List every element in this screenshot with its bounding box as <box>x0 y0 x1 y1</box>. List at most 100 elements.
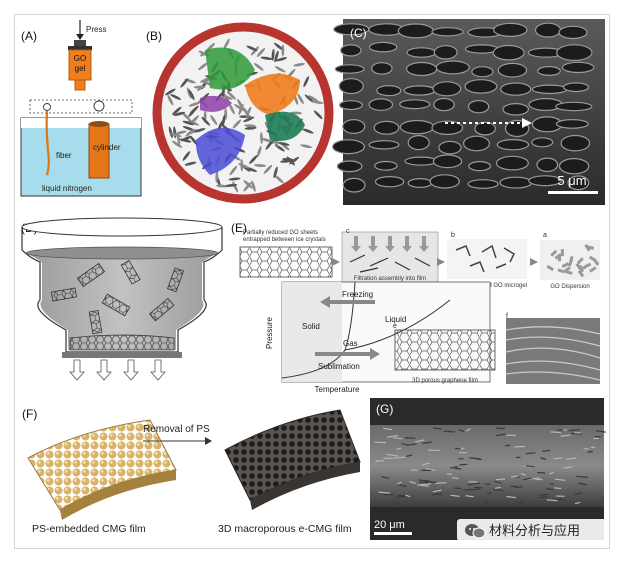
scale-label-g: 20 μm <box>374 519 405 531</box>
floating-sheet <box>101 293 131 317</box>
texture-stroke <box>435 482 447 484</box>
texture-stroke <box>409 481 416 485</box>
porous-cells <box>332 22 595 193</box>
macroporous-film-edge <box>250 462 360 510</box>
e-top-note-line1: Partially reduced GO sheets <box>243 230 318 236</box>
graphene-flake <box>245 106 252 118</box>
pore <box>399 119 435 135</box>
texture-stroke <box>539 493 549 496</box>
texture-stroke <box>422 441 432 444</box>
texture-stroke <box>432 489 442 493</box>
texture-stroke <box>525 452 536 455</box>
texture-stroke <box>565 457 577 460</box>
texture-stroke <box>493 489 505 492</box>
liquid-nitrogen-bath <box>20 117 142 197</box>
f-left-caption: PS-embedded CMG film <box>32 523 146 535</box>
texture-stroke <box>396 447 402 450</box>
pore <box>562 82 590 93</box>
graphene-flake <box>186 87 192 99</box>
texture-stroke <box>378 491 391 494</box>
floating-sheet <box>149 297 175 322</box>
go-flake <box>557 268 566 274</box>
pore <box>558 157 590 175</box>
texture-stroke <box>514 486 523 489</box>
removal-arrowhead <box>205 437 212 445</box>
phase-solid-region <box>282 282 342 382</box>
e-temperature-axis: Temperature <box>315 385 360 394</box>
pore <box>404 156 438 166</box>
pore <box>474 121 496 136</box>
go-flake <box>586 245 595 250</box>
graphene-flake <box>273 42 284 51</box>
graphene-flake <box>244 126 257 130</box>
panel-f-label: (F) <box>22 407 37 421</box>
domain-teal <box>265 111 305 141</box>
sediment-layer <box>69 334 175 351</box>
alignment-arrowhead <box>522 118 532 128</box>
f-arrow-label: Removal of PS <box>143 424 210 435</box>
graphene-flake <box>243 116 255 123</box>
pore <box>336 160 363 173</box>
texture-stroke <box>407 443 417 446</box>
graphene-flake <box>277 142 290 146</box>
graphene-flake <box>313 110 323 120</box>
graphene-flake <box>179 138 192 143</box>
fiber-nozzle-circle <box>43 103 51 111</box>
texture-stroke <box>494 486 501 489</box>
pore <box>537 65 561 76</box>
gel-fiber <box>45 110 50 176</box>
pore <box>438 140 462 155</box>
go-flake <box>577 269 585 278</box>
texture-stroke <box>549 471 555 475</box>
pore <box>407 178 433 189</box>
pore <box>376 84 402 97</box>
graphene-flake <box>253 63 264 71</box>
texture-stroke <box>506 496 517 499</box>
pore <box>407 135 430 151</box>
panel-e: (E) Partially reduced GO sheets entrappe… <box>231 221 601 394</box>
graphene-flake <box>246 45 258 52</box>
pore <box>374 160 398 171</box>
floating-sheet <box>76 262 106 288</box>
e-step-e: e <box>393 323 397 330</box>
pore <box>405 61 438 77</box>
graphene-flake <box>226 91 236 100</box>
texture-stroke <box>465 428 471 432</box>
graphene-flake <box>293 62 306 67</box>
graphene-flake <box>185 128 196 137</box>
pore <box>496 138 530 151</box>
floating-sheet <box>167 267 185 293</box>
graphene-flake <box>200 77 212 83</box>
pore <box>463 135 491 152</box>
go-flake <box>557 254 562 262</box>
texture-stroke <box>452 477 459 480</box>
pore <box>531 137 554 148</box>
pore <box>399 99 431 110</box>
outer-red-ring <box>152 22 334 204</box>
pore <box>332 139 366 155</box>
go-flake <box>568 258 573 267</box>
graphene-flake <box>201 116 211 126</box>
texture-stroke <box>414 439 425 443</box>
graphene-flake <box>254 164 266 167</box>
panel-a-label: (A) <box>21 29 37 43</box>
texture-stroke <box>525 465 535 468</box>
texture-stroke <box>418 481 429 484</box>
pore <box>432 154 463 169</box>
graphene-flake <box>172 140 183 148</box>
pore <box>435 60 470 75</box>
pore <box>531 84 568 95</box>
watermark: 材料分析与应用 <box>457 519 607 541</box>
scale-bar-c <box>548 191 598 194</box>
porous-film-schematic <box>394 329 496 371</box>
e-liquid-label: Liquid <box>385 315 406 324</box>
pore <box>558 25 588 40</box>
go-flake <box>560 249 564 257</box>
pore <box>342 118 366 134</box>
floating-sheet <box>50 287 77 302</box>
graphene-flake <box>300 144 312 149</box>
texture-stroke <box>553 487 562 490</box>
drain-arrows <box>69 359 166 381</box>
freezing-arrow <box>320 296 375 308</box>
texture-stroke <box>511 475 519 478</box>
